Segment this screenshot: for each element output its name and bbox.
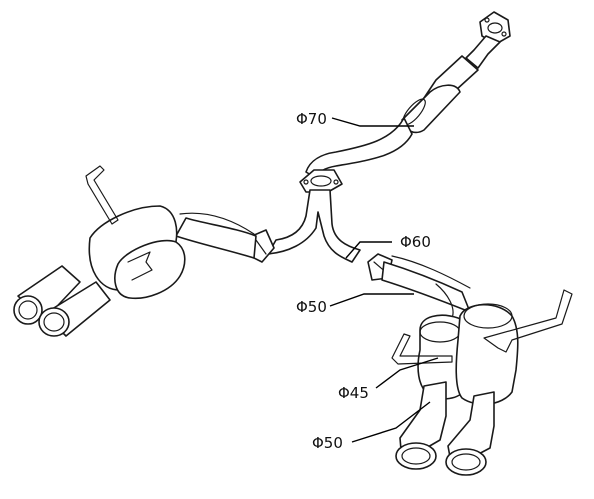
leader-mid-pipe <box>345 241 392 259</box>
y-pipe <box>267 189 361 263</box>
leader-muffler-outlet <box>375 357 439 389</box>
left-muffler <box>88 205 186 300</box>
left-tailpipe-front <box>38 281 111 337</box>
left-hanger <box>85 165 119 225</box>
leader-branch-pipe <box>329 293 414 307</box>
label-branch-pipe: Φ50 <box>296 298 327 316</box>
leader-main-pipe <box>331 117 414 127</box>
right-muffler-right <box>455 303 519 405</box>
right-hanger-right <box>483 289 573 353</box>
label-tail-tip: Φ50 <box>312 434 343 452</box>
left-pipe <box>175 212 257 259</box>
label-muffler-outlet: Φ45 <box>338 384 369 402</box>
center-flange <box>299 169 343 193</box>
label-mid-pipe: Φ60 <box>400 233 431 251</box>
label-main-pipe: Φ70 <box>296 110 327 128</box>
right-tailpipe-right <box>445 391 495 476</box>
right-hanger-left <box>391 333 453 365</box>
leader-tail-tip <box>351 401 431 443</box>
right-branch-pipe <box>381 255 471 319</box>
right-tailpipe-left <box>395 381 447 470</box>
left-tailpipe-rear <box>13 265 81 325</box>
